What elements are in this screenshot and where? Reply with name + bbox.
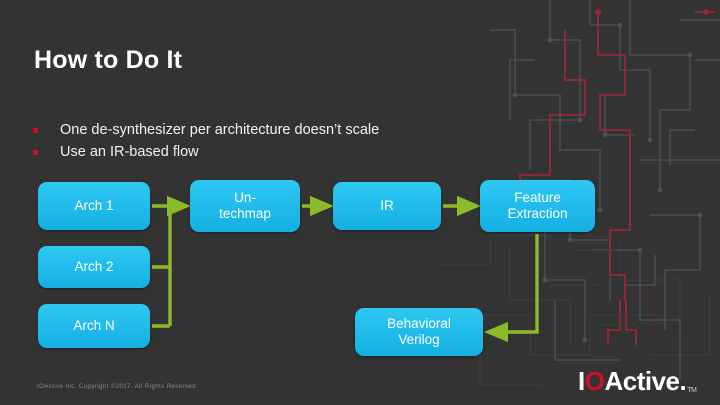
ioactive-logo: I O Active. TM [578, 366, 697, 397]
edge-feature-behavioral [484, 234, 539, 343]
node-untechmap[interactable]: Un- techmap [190, 180, 300, 232]
bullet-marker-icon [33, 150, 38, 155]
node-label: Arch N [73, 318, 115, 333]
node-label-line2: Verilog [398, 332, 440, 347]
logo-word-active: Active. [604, 366, 687, 396]
node-label-line1: Behavioral [387, 316, 451, 331]
logo-letter-i: I [578, 366, 585, 396]
bullet-list: One de-synthesizer per architecture does… [33, 120, 593, 164]
node-behavioral-verilog[interactable]: Behavioral Verilog [355, 308, 483, 356]
list-item: Use an IR-based flow [33, 142, 593, 164]
bullet-text: One de-synthesizer per architecture does… [60, 122, 380, 138]
logo-trademark: TM [687, 387, 697, 394]
bullet-text: Use an IR-based flow [60, 144, 199, 160]
node-label-line2: techmap [219, 206, 271, 221]
node-arch-1[interactable]: Arch 1 [38, 182, 150, 230]
node-label: Un- techmap [219, 190, 271, 222]
page-title: How to Do It [34, 46, 183, 74]
node-ir[interactable]: IR [333, 182, 441, 230]
node-arch-2[interactable]: Arch 2 [38, 246, 150, 288]
node-arch-n[interactable]: Arch N [38, 304, 150, 348]
node-label: Arch 2 [74, 259, 114, 274]
node-label: Feature Extraction [507, 190, 567, 222]
bullet-marker-icon [33, 128, 38, 133]
footer-copyright: IOActive Inc. Copyright ©2017. All Right… [37, 384, 196, 390]
logo-letter-o: O [584, 366, 605, 396]
node-label-line1: Feature [514, 190, 561, 205]
node-label: Behavioral Verilog [387, 316, 451, 348]
node-label: Arch 1 [74, 198, 114, 213]
node-label-line1: Un- [234, 190, 256, 205]
list-item: One de-synthesizer per architecture does… [33, 120, 593, 142]
node-label: IR [380, 198, 394, 213]
node-feature-extraction[interactable]: Feature Extraction [480, 180, 595, 232]
node-label-line2: Extraction [507, 206, 568, 221]
